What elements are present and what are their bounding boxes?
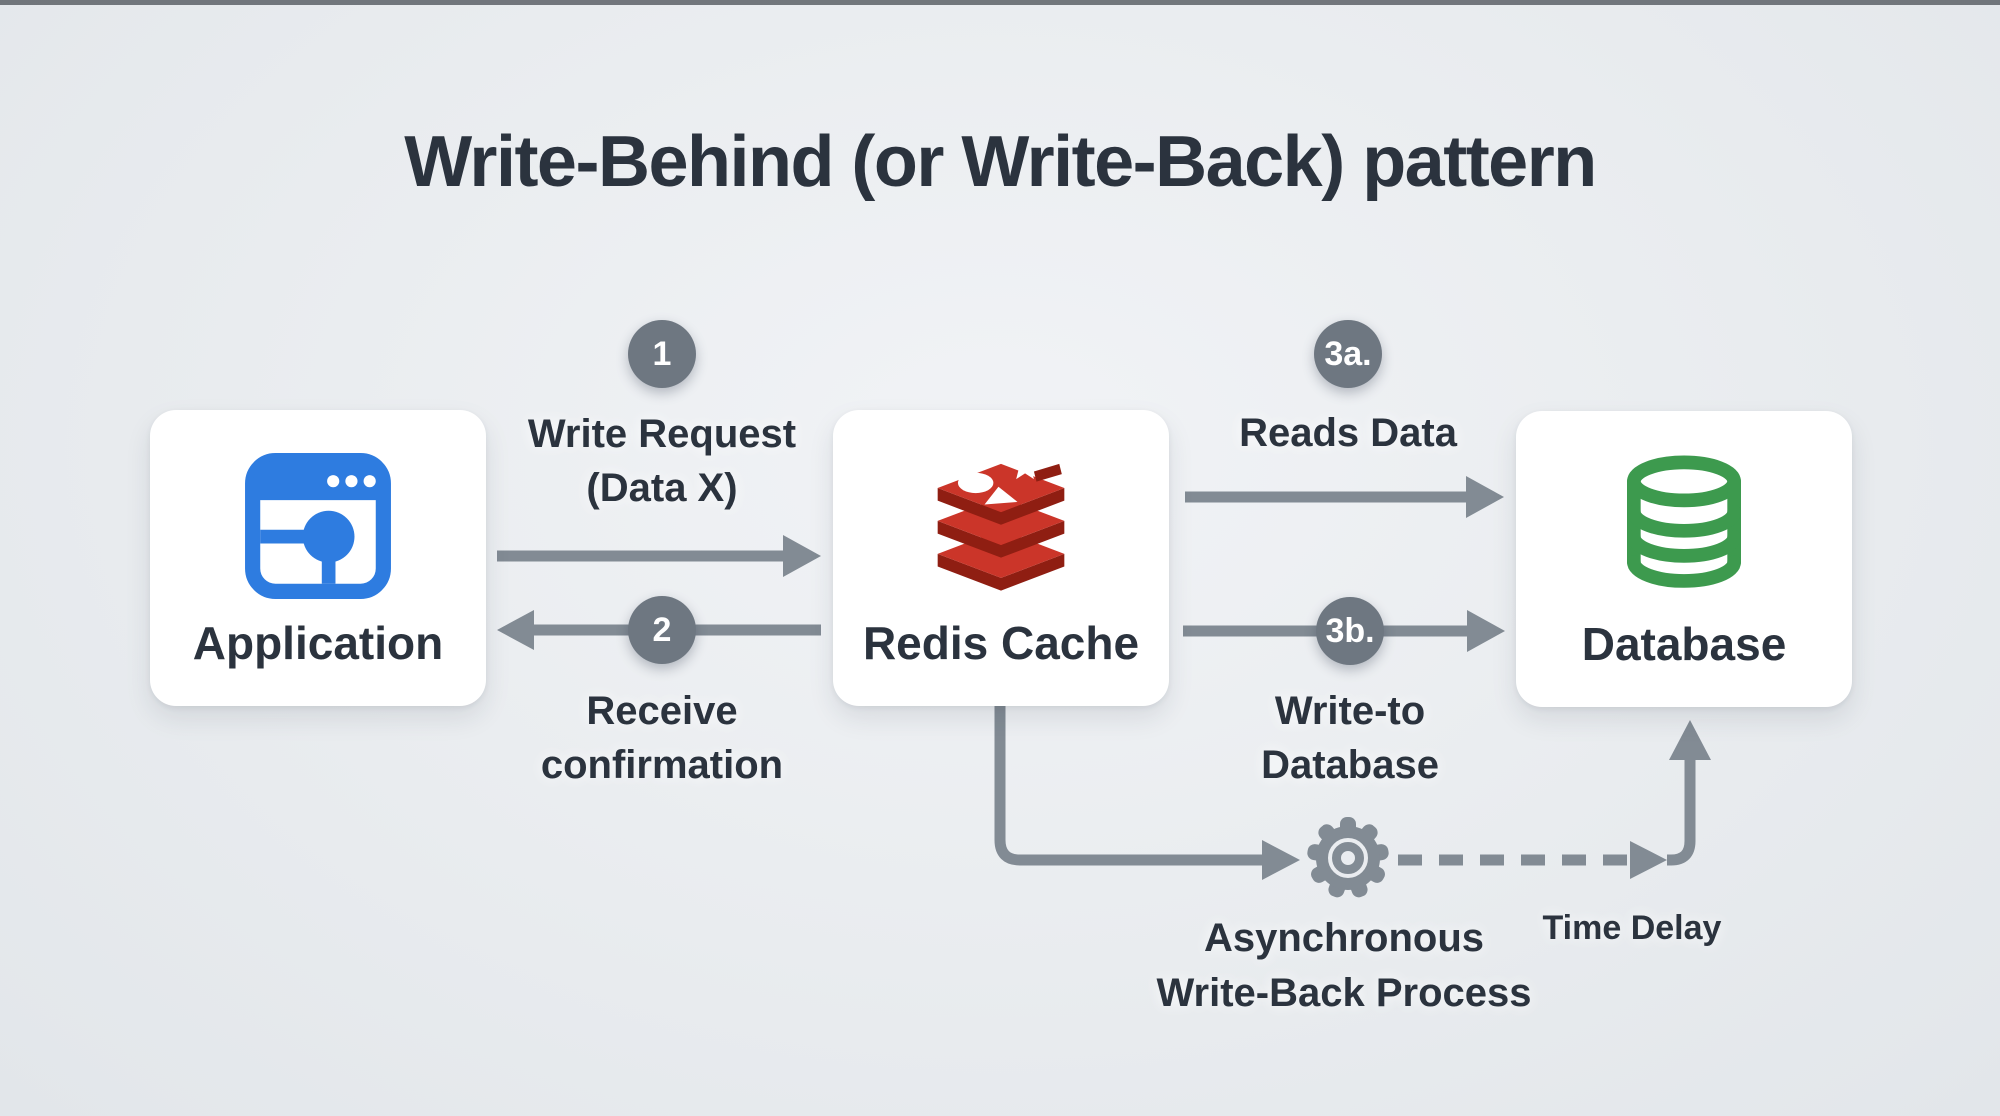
- label-async-write-back: Asynchronous Write-Back Process: [1074, 911, 1614, 1021]
- label-line: Write Request: [527, 412, 797, 456]
- label-line: Reads Data: [1239, 411, 1457, 455]
- top-edge-strip: [0, 0, 2000, 5]
- label-time-delay: Time Delay: [1462, 908, 1802, 948]
- arrow-time-delay-dashed: [1398, 841, 1667, 879]
- label-reads-data: Reads Data: [1128, 406, 1568, 460]
- page-title: Write-Behind (or Write-Back) pattern: [404, 122, 1597, 202]
- label-write-request: Write Request (Data X): [442, 407, 882, 515]
- gear-icon: [1307, 817, 1389, 898]
- label-line: Asynchronous: [1203, 916, 1485, 960]
- node-label-database: Database: [1581, 618, 1787, 670]
- step-badge-3b: 3b.: [1316, 597, 1384, 665]
- node-application[interactable]: Application: [150, 410, 486, 706]
- arrow-reads-data: [1185, 476, 1504, 518]
- label-line: (Data X): [586, 466, 738, 510]
- label-line: Database: [1261, 743, 1439, 787]
- database-cylinder-icon: [1627, 455, 1741, 588]
- arrow-async-elbow: [994, 705, 1300, 880]
- node-label-application: Application: [192, 617, 444, 669]
- redis-logo-icon: [937, 452, 1065, 591]
- step-badge-3a: 3a.: [1314, 320, 1382, 388]
- label-line: Write-Back Process: [1156, 971, 1532, 1015]
- arrow-write-request: [497, 535, 821, 577]
- node-redis-cache[interactable]: Redis Cache: [833, 410, 1169, 706]
- label-write-to-database: Write-to Database: [1130, 684, 1570, 792]
- node-database[interactable]: Database: [1516, 411, 1852, 707]
- app-window-icon: [245, 453, 391, 599]
- arrow-into-database: [1665, 720, 1711, 866]
- label-line: Time Delay: [1542, 909, 1722, 947]
- step-badge-2: 2: [628, 596, 696, 664]
- label-line: confirmation: [540, 743, 784, 787]
- node-label-redis-cache: Redis Cache: [862, 617, 1140, 669]
- label-receive-confirmation: Receive confirmation: [442, 684, 882, 792]
- label-line: Receive: [586, 689, 738, 733]
- label-line: Write-to: [1274, 689, 1426, 733]
- step-badge-1: 1: [628, 320, 696, 388]
